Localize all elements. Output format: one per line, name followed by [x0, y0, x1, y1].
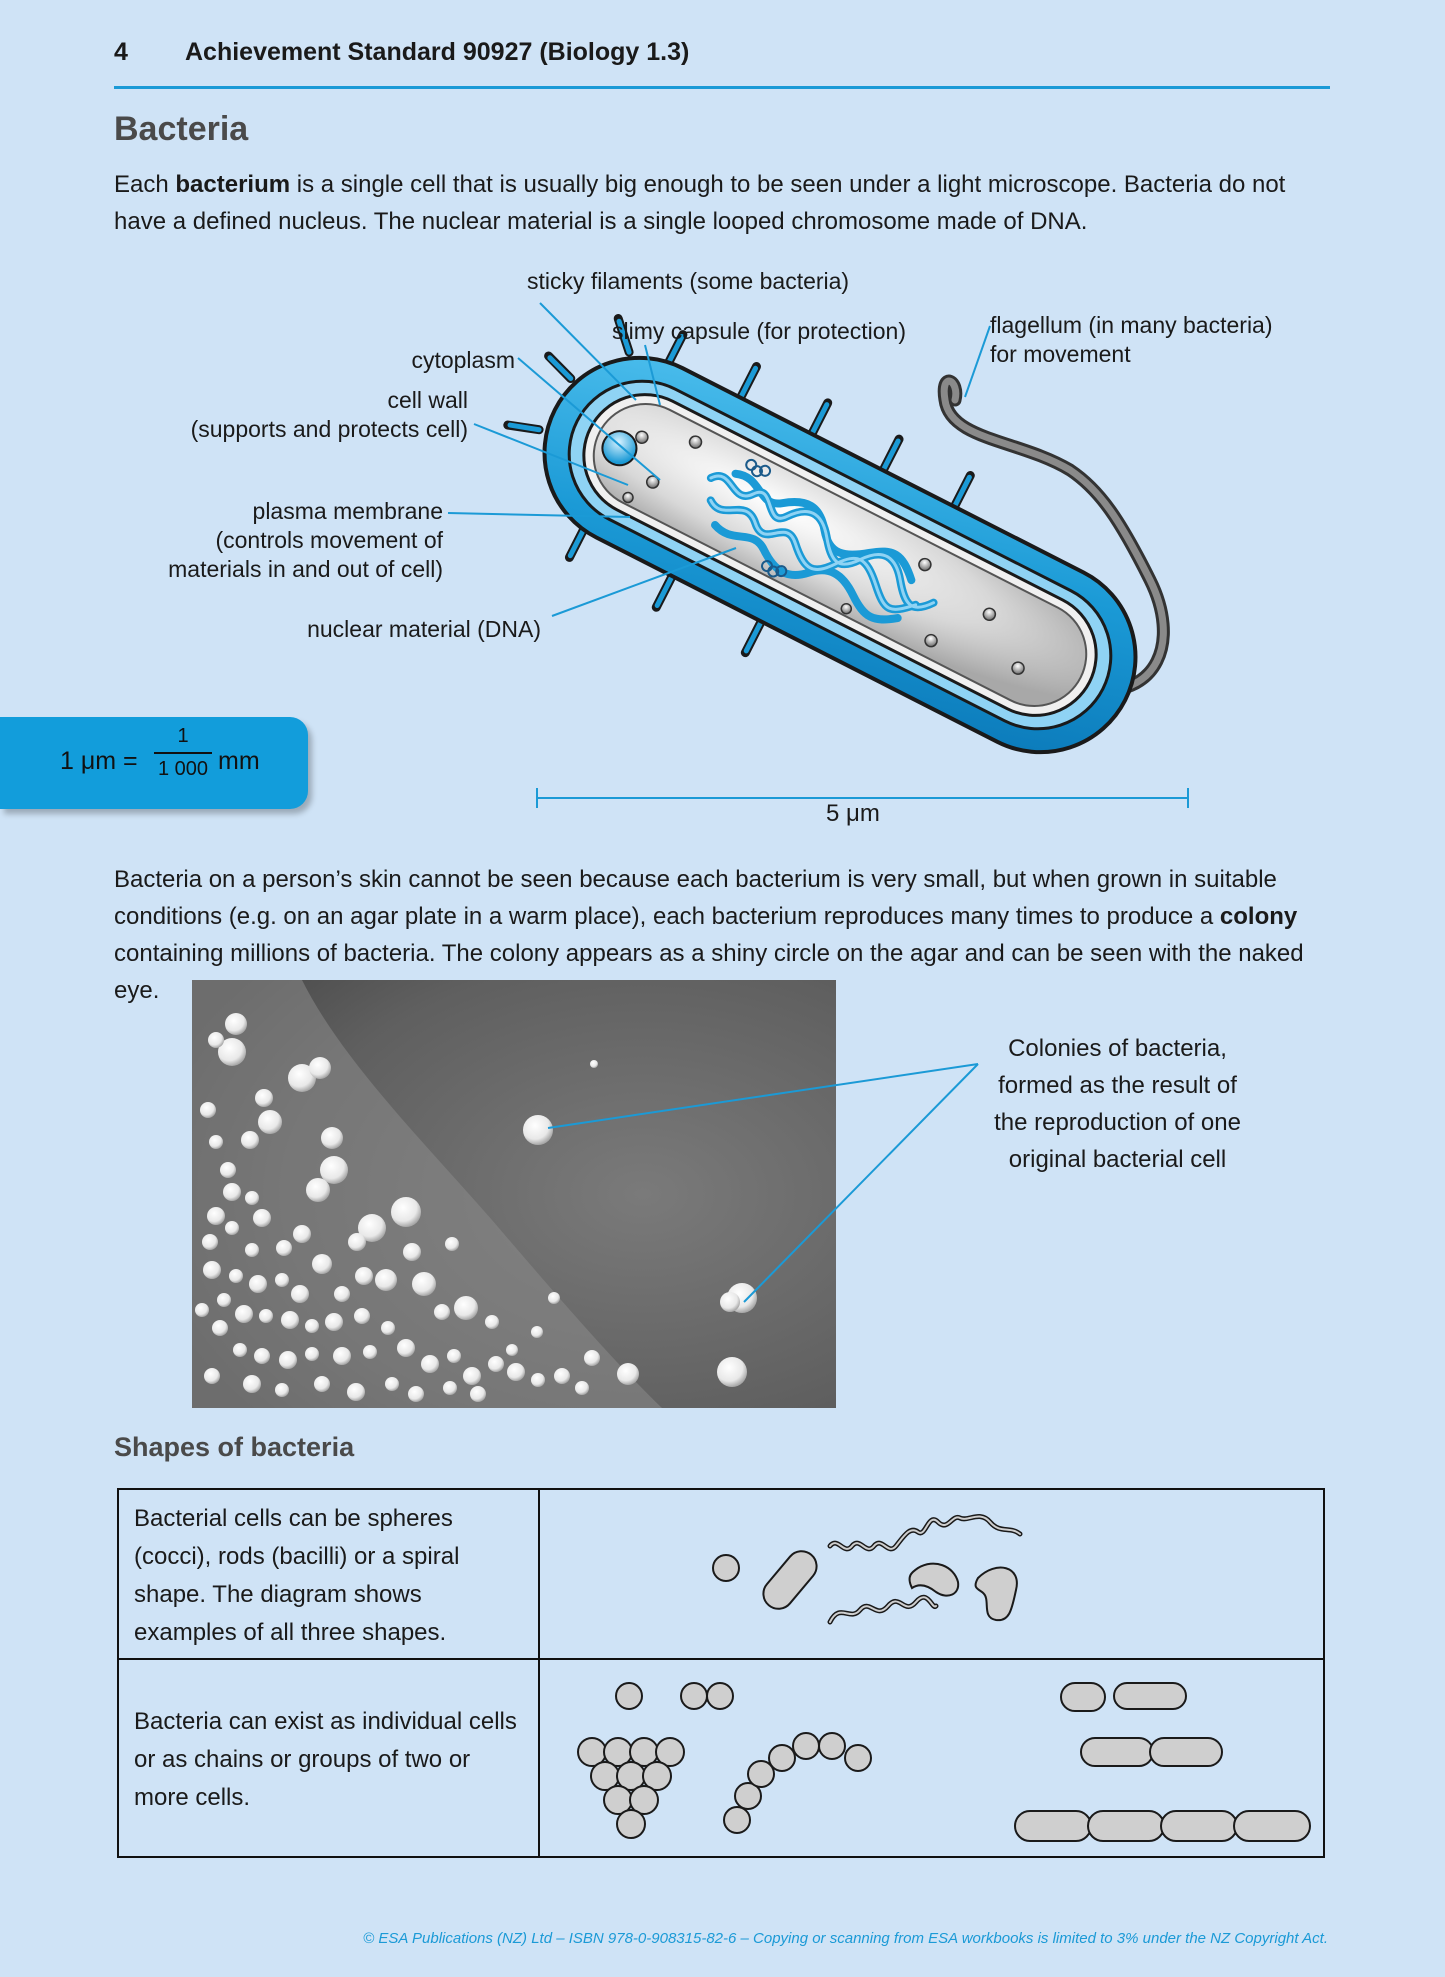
- table-divider-horizontal: [119, 1658, 1323, 1660]
- streptobacillus-chain: [1014, 1810, 1311, 1842]
- colony-label-line2: formed as the result of: [998, 1072, 1237, 1099]
- table-row2-text: Bacteria can exist as individual cells o…: [134, 1708, 517, 1811]
- curved-rod-shape: [974, 1566, 1018, 1622]
- unit-fraction: 1 1 000: [154, 725, 212, 781]
- diagram-leader-lines: [447, 302, 991, 617]
- table-row1-text: Bacterial cells can be spheres (cocci), …: [134, 1505, 460, 1646]
- storage-granule: [601, 430, 638, 467]
- intro-paragraph: Each bacterium is a single cell that is …: [114, 166, 1334, 240]
- colony-label-line4: original bacterial cell: [1008, 1146, 1227, 1173]
- colony-text-1: Bacteria on a person’s skin cannot be se…: [114, 866, 1277, 930]
- unit-mm: mm: [218, 747, 260, 775]
- intro-text-2: is a single cell that is usually big eno…: [114, 171, 1286, 235]
- plasmids: [745, 458, 788, 578]
- label-plasma-membrane-line3: materials in and out of cell): [168, 556, 443, 582]
- table-divider-vertical: [538, 1490, 540, 1856]
- colony-bold-term: colony: [1219, 903, 1298, 930]
- label-slimy-capsule: slimy capsule (for protection): [612, 318, 906, 344]
- unit-conversion-box: 1 μm = 1 1 000 mm: [0, 717, 308, 809]
- bacillus-capsule: [1113, 1682, 1187, 1710]
- label-flagellum-line1: flagellum (in many bacteria): [990, 312, 1273, 338]
- bacterial-colonies-photo: [192, 980, 836, 1408]
- colony-paragraph: Bacteria on a person’s skin cannot be se…: [114, 861, 1334, 1009]
- label-plasma-membrane-line2: (controls movement of: [215, 527, 443, 553]
- scale-bar-tick-right: [1187, 788, 1189, 808]
- fraction-bar: [154, 752, 212, 754]
- single-bacillus: [1060, 1682, 1106, 1712]
- label-nuclear-material: nuclear material (DNA): [307, 616, 541, 642]
- colony-text-2: containing millions of bacteria. The col…: [114, 940, 1304, 1004]
- bacterium-diagram: [447, 302, 1170, 755]
- twisted-rod-shape: [908, 1562, 960, 1597]
- label-cell-wall-line2: (supports and protects cell): [190, 416, 468, 442]
- header-title: Achievement Standard 90927 (Biology 1.3): [185, 38, 690, 66]
- label-sticky-filaments: sticky filaments (some bacteria): [527, 268, 850, 294]
- fraction-numerator: 1: [177, 725, 189, 747]
- label-flagellum-line2: for movement: [990, 341, 1131, 367]
- streptococcus-chain: [723, 1732, 872, 1834]
- bacillus-shape: [762, 1550, 818, 1610]
- scale-bar-label: 5 μm: [826, 800, 880, 827]
- fraction-denominator: 1 000: [157, 758, 209, 780]
- unit-lhs: 1 μm =: [60, 747, 138, 775]
- colony-label-line3: the reproduction of one: [994, 1109, 1241, 1136]
- section-title: Bacteria: [114, 110, 249, 148]
- bacteria-shapes-diagram: [577, 1514, 1311, 1842]
- single-coccus: [615, 1682, 643, 1710]
- label-plasma-membrane-line1: plasma membrane: [252, 498, 443, 524]
- intro-text-1: Each: [114, 171, 176, 198]
- scale-bar: [536, 788, 1189, 808]
- diplococcus-b: [706, 1682, 734, 1710]
- page-number: 4: [114, 38, 128, 66]
- label-cell-wall-line1: cell wall: [387, 387, 468, 413]
- colony-label-line1: Colonies of bacteria,: [1008, 1035, 1227, 1062]
- copyright-footer: © ESA Publications (NZ) Ltd – ISBN 978-0…: [363, 1930, 1328, 1947]
- intro-bold-term: bacterium: [175, 171, 291, 198]
- page-header: 4 Achievement Standard 90927 (Biology 1.…: [114, 36, 1330, 89]
- coccus-shape: [712, 1554, 740, 1582]
- scale-bar-line: [536, 797, 1189, 799]
- scale-bar-tick-left: [536, 788, 538, 808]
- shapes-table: Bacterial cells can be spheres (cocci), …: [117, 1488, 1325, 1858]
- shapes-title: Shapes of bacteria: [114, 1432, 355, 1462]
- diplobacillus-a: [1080, 1737, 1154, 1767]
- label-cytoplasm: cytoplasm: [411, 347, 515, 373]
- colony-photo-label: Colonies of bacteria, formed as the resu…: [975, 1030, 1260, 1178]
- diplococcus-a: [680, 1682, 708, 1710]
- colonies: [195, 1013, 757, 1402]
- diplobacillus-b: [1149, 1737, 1223, 1767]
- staphylococcus-cluster: [577, 1737, 685, 1839]
